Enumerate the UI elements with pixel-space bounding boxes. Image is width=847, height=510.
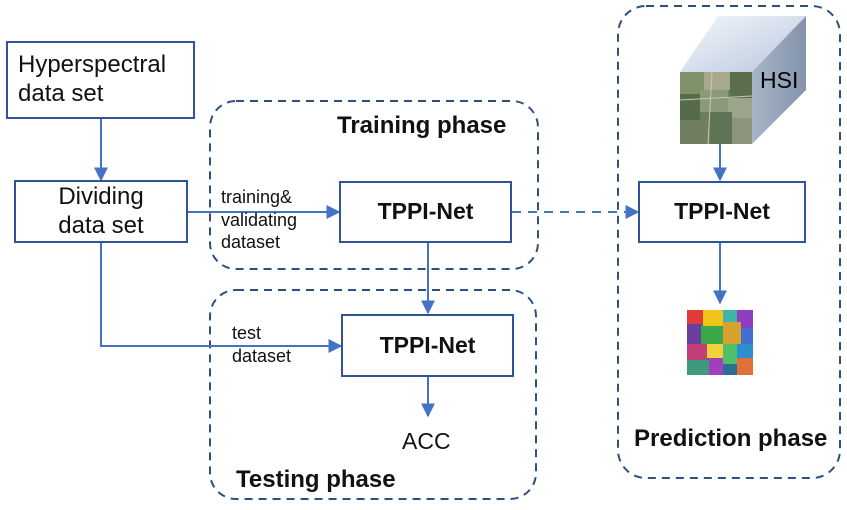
training-phase-region xyxy=(209,100,539,270)
dividing-dataset-label: Dividing data set xyxy=(58,182,144,239)
tppi-net-prediction-box: TPPI-Net xyxy=(638,181,806,243)
acc-label: ACC xyxy=(402,428,451,454)
hyperspectral-dataset-box: Hyperspectral data set xyxy=(6,41,195,119)
test-edge-label: test dataset xyxy=(232,323,292,366)
hsi-cube-icon xyxy=(679,16,806,145)
classification-map-image xyxy=(687,310,753,375)
hsi-label: HSI xyxy=(760,67,799,93)
prediction-phase-title: Prediction phase xyxy=(634,425,828,452)
testing-phase-title: Testing phase xyxy=(236,466,396,493)
testing-phase-region xyxy=(209,289,537,500)
tppi-net-training-box: TPPI-Net xyxy=(339,181,512,243)
tppi-net-testing-label: TPPI-Net xyxy=(379,331,476,358)
hyperspectral-dataset-label: Hyperspectral data set xyxy=(18,51,167,107)
tppi-net-testing-box: TPPI-Net xyxy=(341,314,514,377)
training-phase-title: Training phase xyxy=(337,112,507,139)
tppi-net-training-label: TPPI-Net xyxy=(377,198,474,225)
tppi-net-prediction-label: TPPI-Net xyxy=(674,198,770,225)
train-validate-edge-label: training& validating dataset xyxy=(221,187,298,252)
dividing-dataset-box: Dividing data set xyxy=(14,180,188,243)
arrow-dividing-to-test xyxy=(100,243,343,353)
